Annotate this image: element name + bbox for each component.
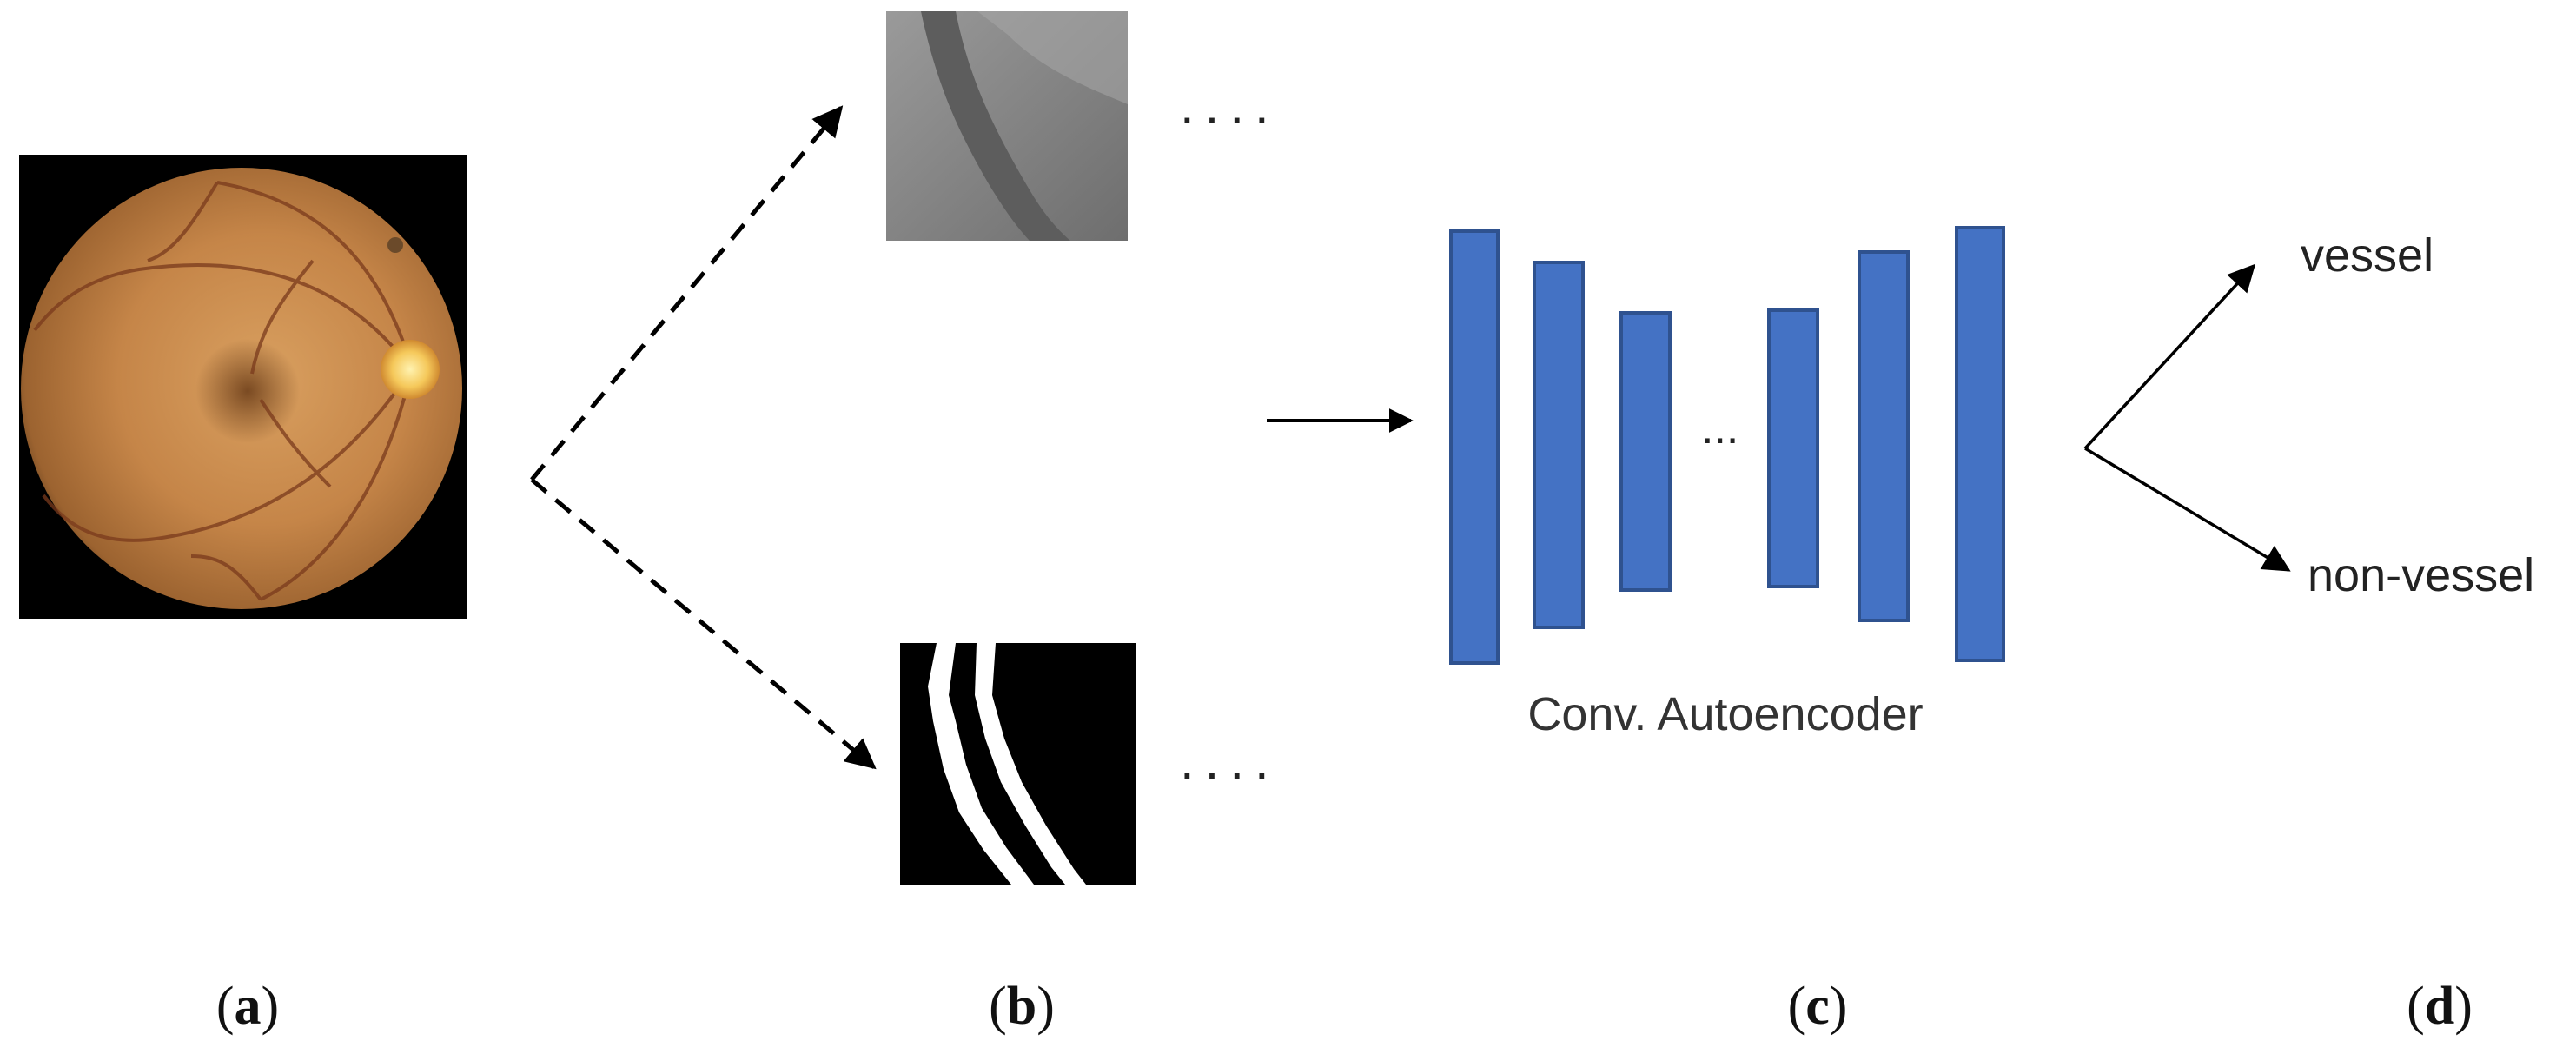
- panel-label-c: (c): [1788, 977, 1848, 1036]
- output-non-vessel-label: non-vessel: [2308, 549, 2534, 601]
- encoder-layer-3: [1619, 311, 1672, 592]
- panel-label-d: (d): [2407, 977, 2473, 1036]
- decoder-layer-1: [1955, 226, 2005, 662]
- panel-label-a: (a): [216, 977, 279, 1036]
- decoder-layer-2: [1858, 250, 1910, 622]
- encoder-layer-1: [1449, 229, 1500, 665]
- panel-label-b: (b): [989, 977, 1055, 1036]
- output-arrow-non-vessel: [2084, 447, 2291, 572]
- autoencoder-layers: [1449, 226, 2005, 665]
- patch-top-ellipsis: ....: [1180, 76, 1280, 135]
- autoencoder-label: Conv. Autoencoder: [1527, 688, 1923, 740]
- dashed-arrow-to-image-patch: [530, 105, 844, 481]
- output-arrow-vessel: [2083, 263, 2256, 450]
- dashed-arrow-to-label-patch: [530, 478, 877, 770]
- decoder-layer-3: [1767, 308, 1819, 588]
- encoder-layer-2: [1533, 261, 1585, 629]
- layers-ellipsis: ...: [1701, 403, 1738, 454]
- binary-vessel-mask-patch: [900, 643, 1136, 885]
- patch-bottom-ellipsis: ....: [1180, 732, 1280, 790]
- output-vessel-label: vessel: [2301, 229, 2434, 282]
- grayscale-image-patch: [886, 11, 1128, 241]
- fundus-image: [19, 155, 467, 619]
